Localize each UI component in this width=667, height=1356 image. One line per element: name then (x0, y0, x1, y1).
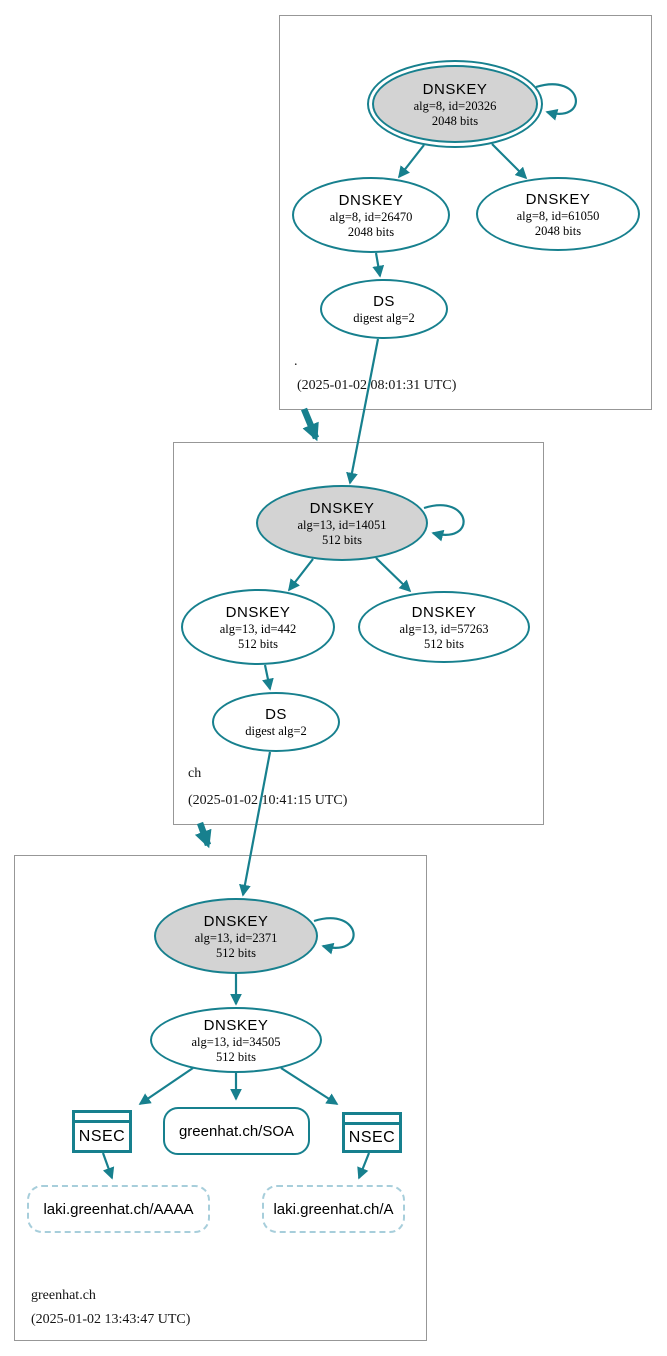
zone-timestamp-ch: (2025-01-02 10:41:15 UTC) (188, 793, 348, 808)
node-detail: alg=8, id=61050 (516, 208, 600, 223)
zone-box-greenhat (14, 855, 427, 1341)
node-title: DS (373, 293, 395, 310)
dnskey-node-root-61050[interactable]: DNSKEY alg=8, id=61050 2048 bits (476, 177, 640, 251)
node-detail: 512 bits (216, 1049, 256, 1064)
node-detail: 2048 bits (347, 224, 395, 239)
node-detail: alg=13, id=2371 (194, 930, 278, 945)
node-title: NSEC (348, 1128, 396, 1146)
zone-label-ch: ch (188, 766, 202, 781)
node-detail: alg=13, id=442 (219, 621, 297, 636)
zone-timestamp-greenhat: (2025-01-02 13:43:47 UTC) (31, 1312, 191, 1327)
node-detail: 512 bits (424, 636, 464, 651)
nsec-header-strip (75, 1113, 129, 1123)
node-title: DNSKEY (422, 80, 488, 98)
node-detail: alg=8, id=20326 (413, 98, 497, 113)
node-title: DNSKEY (411, 603, 477, 621)
nsec-node-left[interactable]: NSEC (72, 1110, 132, 1153)
node-detail: 512 bits (238, 636, 278, 651)
rrset-node-aaaa[interactable]: laki.greenhat.ch/AAAA (27, 1185, 210, 1233)
node-detail: alg=8, id=26470 (329, 209, 413, 224)
node-detail: alg=13, id=34505 (191, 1034, 281, 1049)
node-title: DS (265, 706, 287, 723)
edge-delegation-root-to-ch (300, 407, 320, 442)
ds-node-ch[interactable]: DS digest alg=2 (212, 692, 340, 752)
node-detail: 512 bits (322, 532, 362, 547)
ds-node-root[interactable]: DS digest alg=2 (320, 279, 448, 339)
dnskey-node-ch-57263[interactable]: DNSKEY alg=13, id=57263 512 bits (358, 591, 530, 663)
node-detail: alg=13, id=57263 (399, 621, 489, 636)
node-title: DNSKEY (338, 191, 404, 209)
dnskey-node-greenhat-zsk-34505[interactable]: DNSKEY alg=13, id=34505 512 bits (150, 1007, 322, 1073)
dnskey-node-root-zsk-26470[interactable]: DNSKEY alg=8, id=26470 2048 bits (292, 177, 450, 253)
zone-box-root (279, 15, 652, 410)
edge-delegation-ch-to-greenhat (194, 821, 212, 849)
node-detail: 2048 bits (534, 223, 582, 238)
dnskey-node-ch-ksk-14051[interactable]: DNSKEY alg=13, id=14051 512 bits (256, 485, 428, 561)
dnskey-node-greenhat-ksk-2371[interactable]: DNSKEY alg=13, id=2371 512 bits (154, 898, 318, 974)
dnskey-node-ch-zsk-442[interactable]: DNSKEY alg=13, id=442 512 bits (181, 589, 335, 665)
node-title: DNSKEY (309, 499, 375, 517)
node-detail: digest alg=2 (353, 311, 415, 325)
rrset-node-a[interactable]: laki.greenhat.ch/A (262, 1185, 405, 1233)
node-title: DNSKEY (203, 1016, 269, 1034)
node-title: laki.greenhat.ch/AAAA (43, 1200, 194, 1218)
node-detail: digest alg=2 (245, 724, 307, 738)
zone-timestamp-root: (2025-01-02 08:01:31 UTC) (297, 378, 457, 393)
zone-label-root: . (294, 354, 298, 369)
dnskey-node-root-ksk-20326[interactable]: DNSKEY alg=8, id=20326 2048 bits (367, 60, 543, 148)
node-title: DNSKEY (203, 912, 269, 930)
node-title: NSEC (78, 1127, 126, 1145)
nsec-header-strip (345, 1115, 399, 1125)
rrset-node-soa[interactable]: greenhat.ch/SOA (163, 1107, 310, 1155)
node-title: DNSKEY (525, 190, 591, 208)
node-detail: 2048 bits (431, 113, 479, 128)
node-title: DNSKEY (225, 603, 291, 621)
zone-label-greenhat: greenhat.ch (31, 1288, 96, 1303)
node-detail: alg=13, id=14051 (297, 517, 387, 532)
nsec-node-right[interactable]: NSEC (342, 1112, 402, 1153)
node-title: laki.greenhat.ch/A (273, 1200, 394, 1218)
node-title: greenhat.ch/SOA (178, 1122, 295, 1140)
node-detail: 512 bits (216, 945, 256, 960)
